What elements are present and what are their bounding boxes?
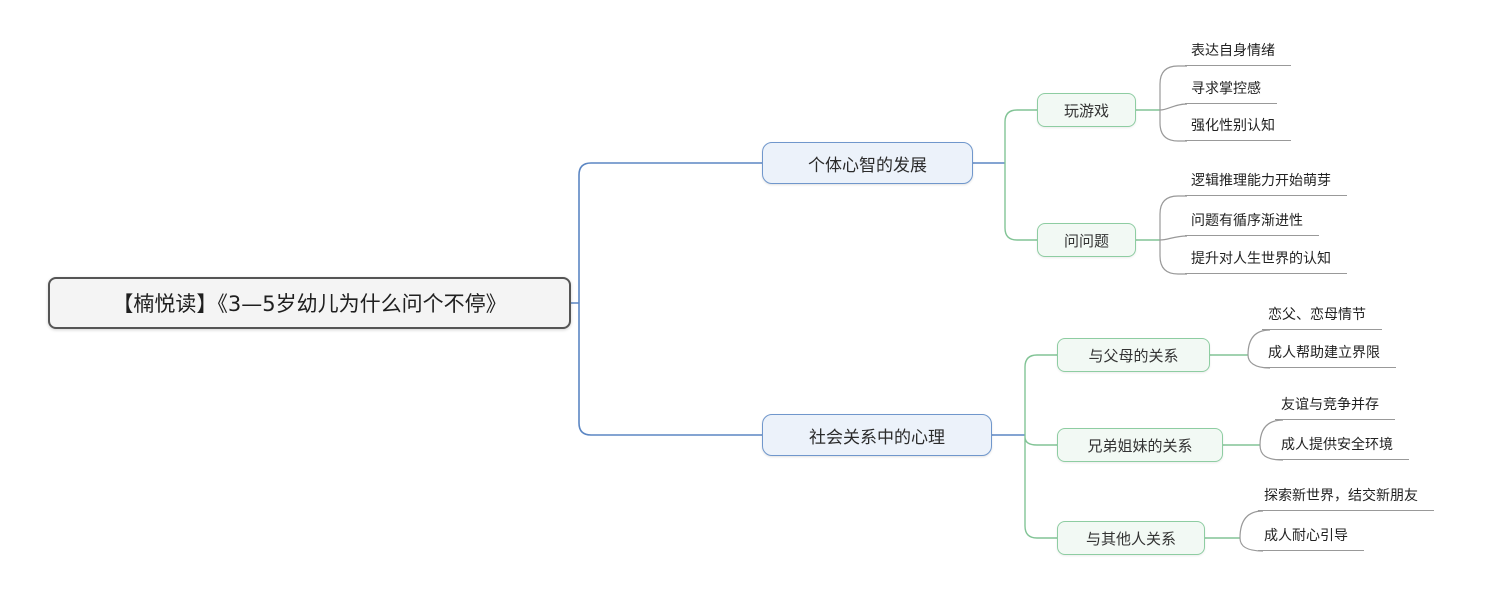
topic-node-asking-questions[interactable]: 问问题 (1037, 223, 1136, 257)
leaf-explore-new-world-make-new-friends[interactable]: 探索新世界，结交新朋友 (1258, 488, 1434, 511)
branch-node-psychology-in-social-relations[interactable]: 社会关系中的心理 (762, 414, 992, 456)
leaf-friendship-and-competition-coexist[interactable]: 友谊与竞争并存 (1275, 397, 1395, 420)
topic-node-relationship-with-parents[interactable]: 与父母的关系 (1057, 338, 1210, 372)
leaf-adults-provide-safe-environment[interactable]: 成人提供安全环境 (1275, 437, 1409, 460)
leaf-oedipus-electra-complex[interactable]: 恋父、恋母情节 (1262, 307, 1382, 330)
leaf-logical-reasoning-sprouts[interactable]: 逻辑推理能力开始萌芽 (1185, 173, 1347, 196)
root-to-branch-connectors (571, 162, 1025, 436)
leaf-strengthen-gender-cognition[interactable]: 强化性别认知 (1185, 118, 1291, 141)
topic-node-relationship-with-siblings[interactable]: 兄弟姐妹的关系 (1057, 428, 1223, 462)
leaf-seek-sense-of-control[interactable]: 寻求掌控感 (1185, 81, 1277, 104)
leaf-adults-guide-patiently[interactable]: 成人耐心引导 (1258, 528, 1364, 551)
leaf-improve-cognition-of-life-and-world[interactable]: 提升对人生世界的认知 (1185, 251, 1347, 274)
topic-node-playing-games[interactable]: 玩游戏 (1037, 93, 1136, 127)
topic-node-relationship-with-others[interactable]: 与其他人关系 (1057, 521, 1205, 555)
leaf-express-own-emotions[interactable]: 表达自身情绪 (1185, 43, 1291, 66)
leaf-adults-help-set-boundaries[interactable]: 成人帮助建立界限 (1262, 345, 1396, 368)
branch-node-individual-mind-development[interactable]: 个体心智的发展 (762, 142, 973, 184)
root-node[interactable]: 【楠悦读】《3—5岁幼儿为什么问个不停》 (48, 277, 571, 329)
leaf-questions-are-progressive[interactable]: 问题有循序渐进性 (1185, 213, 1319, 236)
